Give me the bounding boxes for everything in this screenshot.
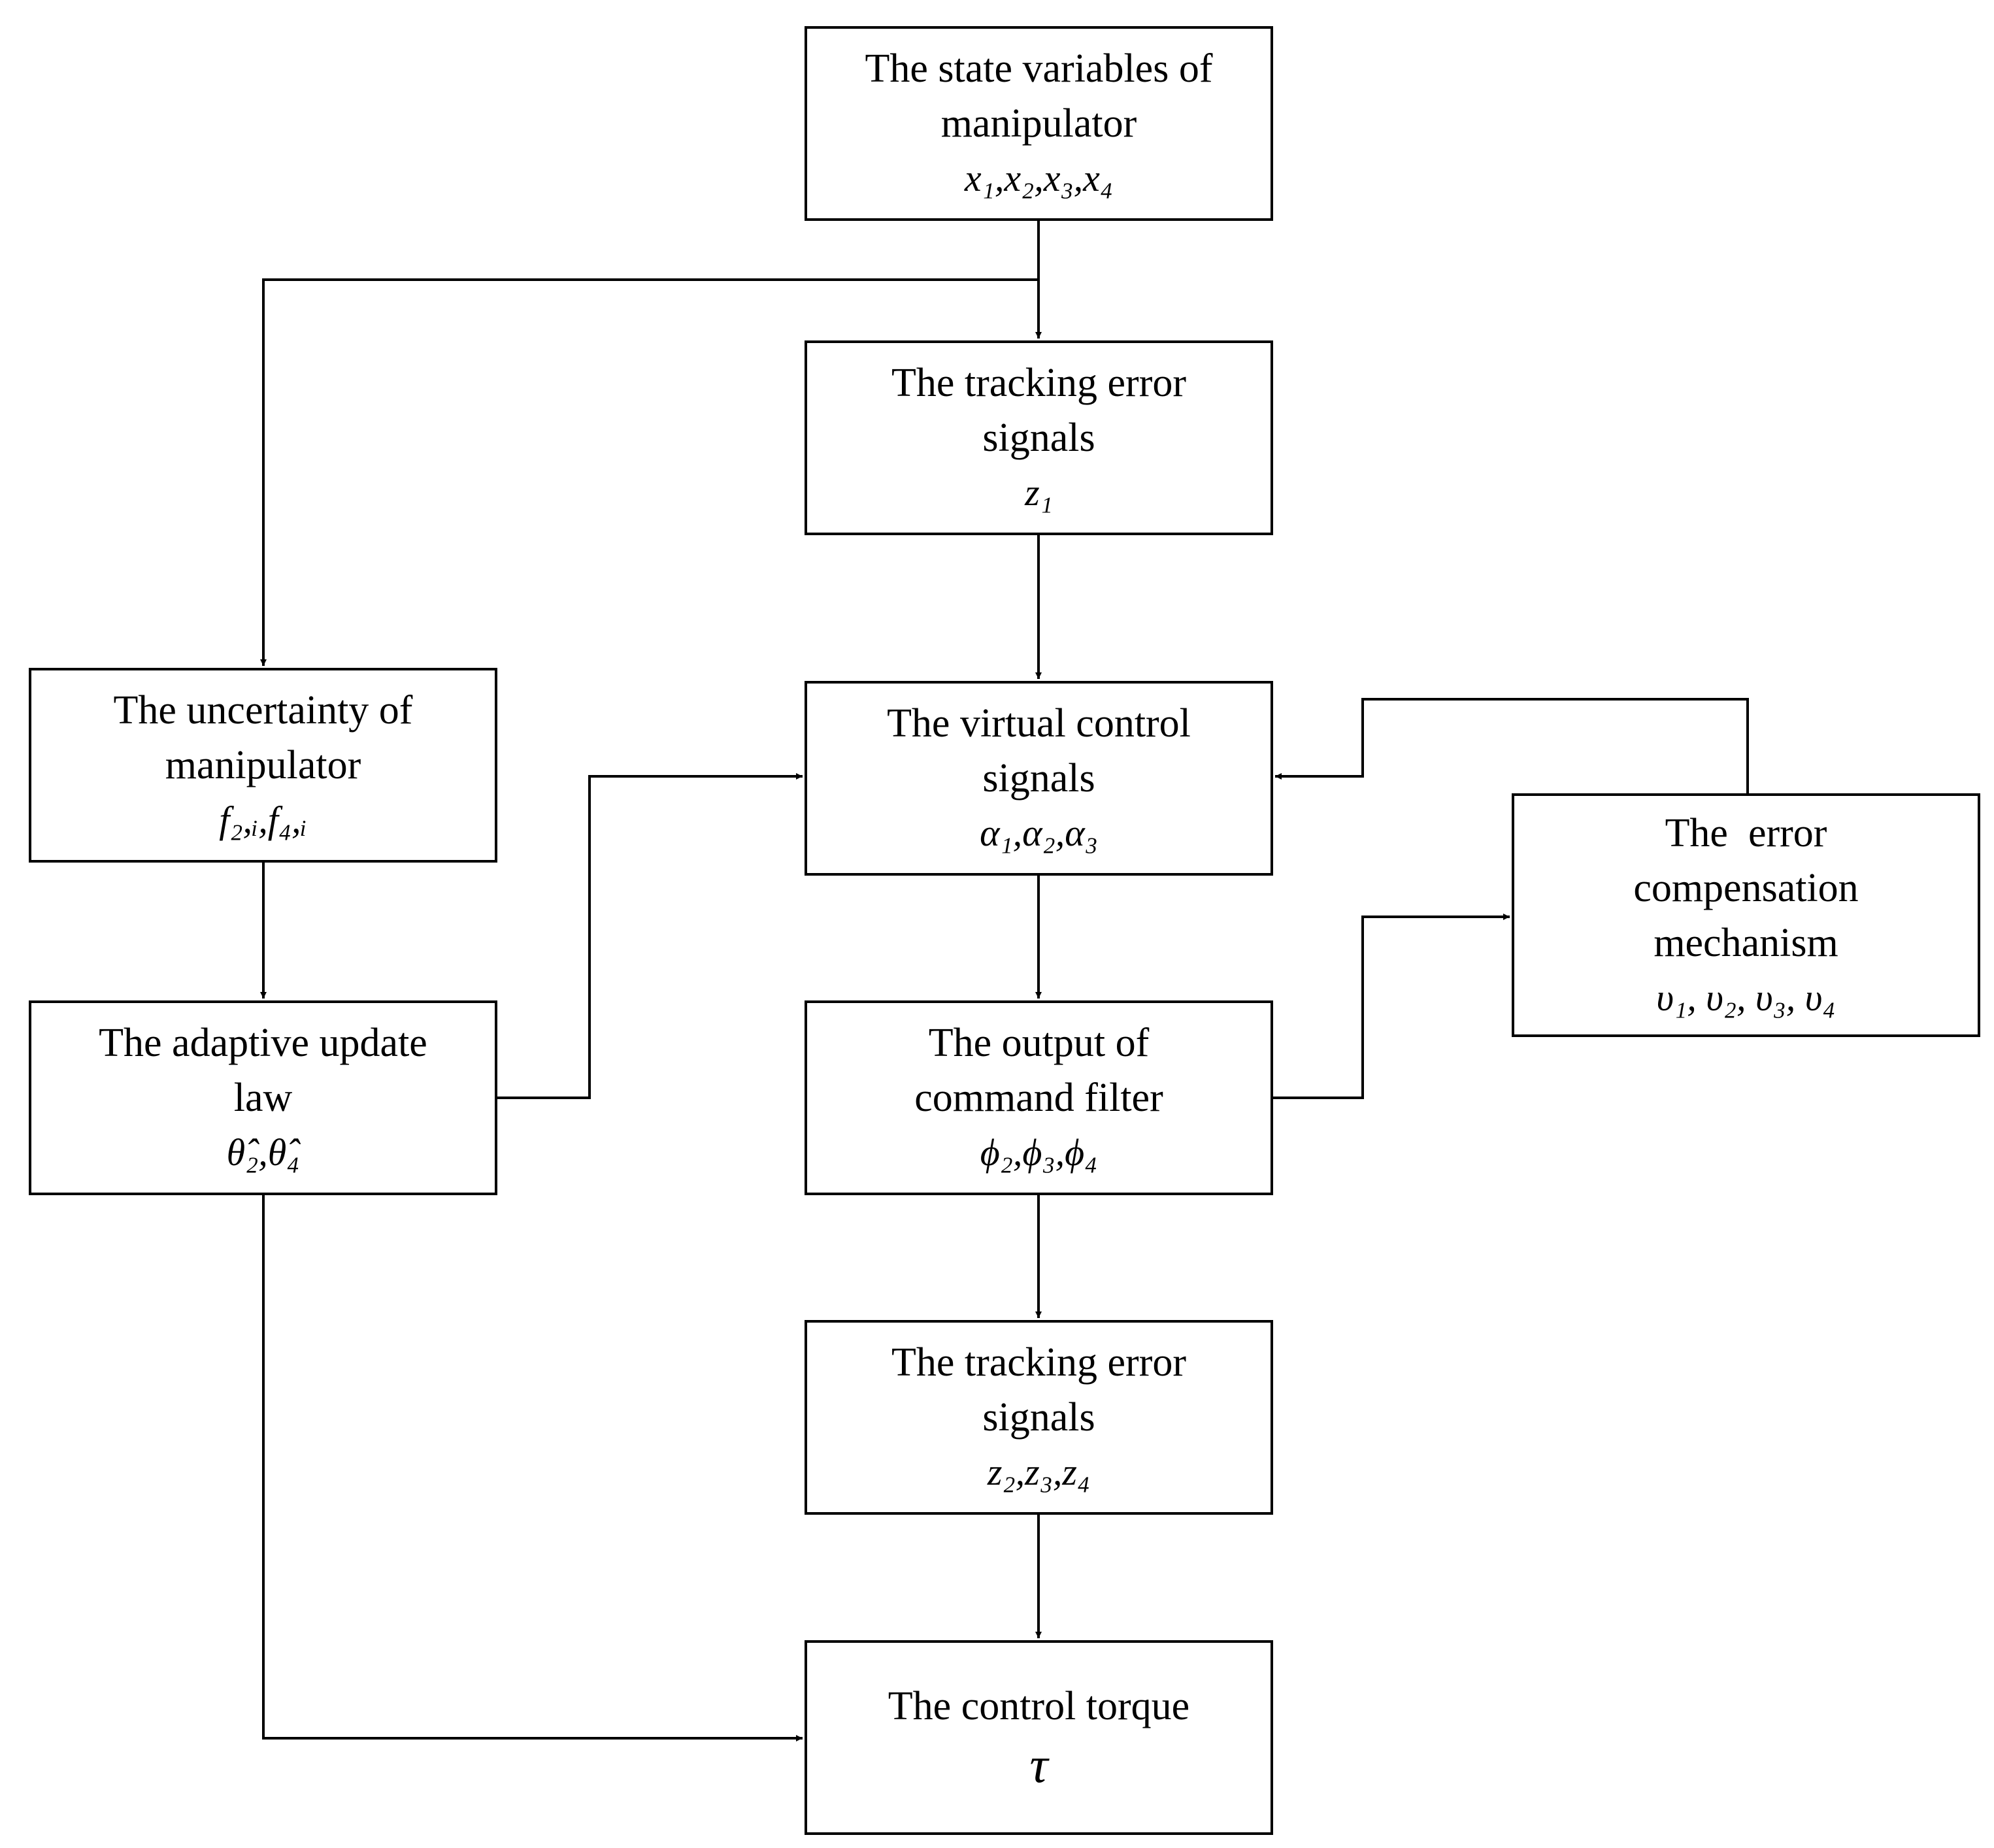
node-title: manipulator — [940, 101, 1137, 146]
node-title: The error — [1665, 810, 1827, 855]
command-filter-node: The output of command filter ϕ₂,ϕ₃,ϕ₄ — [805, 1000, 1273, 1195]
node-symbols: υ₁, υ₂, υ₃, υ₄ — [1656, 976, 1836, 1019]
edge-state-to-uncertainty — [260, 278, 1039, 666]
adaptive-update-law-node: The adaptive update law θ̂₂,θ̂₄ — [29, 1000, 497, 1195]
node-title: The adaptive update — [99, 1021, 427, 1065]
node-title: signals — [982, 1395, 1095, 1440]
node-title: signals — [982, 416, 1095, 460]
control-torque-node: The control torque τ — [805, 1640, 1273, 1835]
edge-adaptive-to-control-torque — [262, 1195, 803, 1741]
node-title: The virtual control — [887, 701, 1191, 746]
node-title: compensation — [1633, 865, 1859, 910]
edge-adaptive-to-virtual-control — [497, 773, 803, 1099]
node-title: manipulator — [165, 743, 361, 787]
node-title: The output of — [928, 1021, 1150, 1065]
node-symbols: f₂,ᵢ,f₄,ᵢ — [219, 799, 307, 841]
node-symbols: z₂,z₃,z₄ — [987, 1451, 1091, 1493]
node-symbols: τ — [1029, 1736, 1048, 1793]
edge-command-filter-to-error-compensation — [1273, 914, 1510, 1099]
tracking-error-node: The tracking error signals z₁ — [805, 340, 1273, 535]
node-title: The control torque — [888, 1684, 1190, 1728]
node-title: signals — [982, 756, 1095, 800]
node-symbols: ϕ₂,ϕ₃,ϕ₄ — [980, 1131, 1098, 1174]
node-title: The state variables of — [865, 46, 1213, 91]
node-title: The tracking error — [891, 1340, 1186, 1385]
uncertainty-node: The uncertainty of manipulator f₂,ᵢ,f₄,ᵢ — [29, 668, 497, 863]
tracking-error-node: The tracking error signals z₂,z₃,z₄ — [805, 1320, 1273, 1515]
error-compensation-node: The error compensation mechanism υ₁, υ₂,… — [1512, 793, 1980, 1037]
virtual-control-node: The virtual control signals α₁,α₂,α₃ — [805, 681, 1273, 876]
node-title: command filter — [914, 1076, 1163, 1120]
state-variables-node: The state variables of manipulator x₁,x₂… — [805, 26, 1273, 221]
node-symbols: z₁ — [1025, 471, 1053, 514]
node-symbols: x₁,x₂,x₃,x₄ — [964, 157, 1114, 199]
node-title: The uncertainty of — [113, 688, 413, 733]
edge-error-compensation-to-virtual-control — [1275, 698, 1749, 793]
node-title: law — [233, 1076, 293, 1120]
node-symbols: α₁,α₂,α₃ — [980, 812, 1098, 854]
node-symbols: θ̂₂,θ̂₄ — [226, 1131, 300, 1174]
node-title: mechanism — [1653, 920, 1838, 965]
node-title: The tracking error — [891, 361, 1186, 405]
